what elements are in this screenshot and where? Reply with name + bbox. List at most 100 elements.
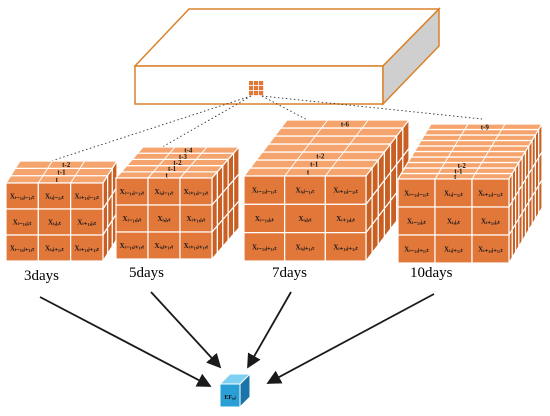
cube-top-divider (343, 143, 351, 153)
cell-label: Xᵢ₋₁,ⱼ₊₁,ₜ (404, 246, 429, 254)
cube-top-divider (153, 165, 160, 173)
cube-front-cell (179, 231, 213, 260)
cell-label: Xᵢ₊₁,ⱼ₋₁,ₜ (184, 188, 209, 196)
cube-top-divider (169, 146, 176, 154)
cube-top-divider (434, 173, 439, 180)
cube-top-divider (190, 159, 197, 166)
cell-label: Xᵢ₊₁,ⱼ,ₜ (187, 215, 206, 223)
cube-top-divider (447, 151, 452, 158)
cell-label: Xᵢ,ⱼ,ₜ (48, 219, 61, 227)
cube-top-row (261, 143, 392, 153)
cube-top-divider (474, 167, 480, 174)
cube-front-cell (179, 204, 213, 233)
cube-top-divider (501, 123, 506, 130)
cell-label: Xᵢ₋₁,ⱼ₋₁,ₜ (252, 187, 277, 195)
cube-front-cell (324, 175, 367, 205)
cube-front-cell (37, 234, 72, 262)
cube-side-cell (211, 224, 218, 261)
cube-top-divider (42, 168, 49, 176)
arrow-7days (247, 291, 292, 369)
cube-top-divider (497, 129, 503, 136)
cell-label: Xᵢ₋₁,ⱼ₊₁,ₜ (120, 242, 145, 250)
cell-label: Xᵢ,ⱼ₋₁,ₜ (45, 193, 64, 201)
layer-label: t (56, 176, 59, 184)
cube-side-cell (216, 217, 224, 255)
cube-top-divider (79, 160, 86, 169)
cube-top-divider (47, 160, 53, 169)
cube-top-divider (437, 167, 443, 174)
cube-top-divider (451, 145, 456, 152)
layer-label: t-1 (57, 169, 66, 177)
region-slab (133, 7, 441, 106)
projection-line-4 (261, 95, 483, 120)
cube-top-divider (478, 162, 483, 169)
cell-label: Xᵢ₋₁,ⱼ₊₁,ₜ (252, 243, 277, 251)
arrow-10days (266, 293, 435, 384)
cube-top-divider (314, 127, 322, 137)
cube-top-divider (444, 156, 449, 163)
cube-top-divider (74, 168, 81, 176)
cube-top-divider (464, 123, 469, 130)
cell-label: Xᵢ₊₁,ⱼ₋₁,ₜ (74, 193, 99, 201)
caption-7days: 7days (272, 265, 307, 281)
cube-front-cell (471, 178, 510, 208)
layer-label: t-2 (458, 162, 467, 170)
cube-front-cell (37, 208, 72, 236)
slab-grid-icon (249, 81, 264, 96)
cell-label: Xᵢ,ⱼ₊₁,ₜ (296, 243, 315, 251)
caption-10days: 10days (410, 265, 453, 281)
cube-top-divider (195, 152, 202, 160)
cube-top-divider (163, 152, 170, 160)
cell-label: Xᵢ₊₁,ⱼ,ₜ (481, 218, 500, 226)
cell-label: Xᵢ₋₁,ⱼ,ₜ (123, 215, 142, 223)
slab-side-face (382, 7, 440, 106)
cube-top-divider (302, 143, 310, 153)
cube-top-divider (491, 140, 496, 147)
cube-front-cell (243, 232, 286, 262)
cube-front-cell (324, 232, 367, 262)
cube-top-divider (179, 171, 186, 179)
cube-top-divider (494, 134, 499, 141)
cube-top-divider (324, 167, 332, 177)
cube-top-row (410, 150, 527, 158)
cube-front-cell (70, 234, 104, 262)
cube-top-divider (331, 159, 339, 169)
layer-label: t-6 (341, 121, 350, 129)
cube-top-divider (488, 145, 493, 152)
cube-top-row (413, 145, 530, 153)
cube-top-divider (147, 171, 154, 179)
cube-top-divider (349, 135, 357, 145)
cube-top-divider (290, 159, 298, 169)
cell-label: Xᵢ,ⱼ₊₁,ₜ (45, 245, 64, 253)
cube-front-cell (434, 234, 473, 264)
cell-label: Xᵢ₊₁,ⱼ,ₜ (336, 215, 355, 223)
cube-front-cell (284, 203, 326, 234)
slab-grid-cell (254, 81, 259, 86)
cell-label: Xᵢ₋₁,ⱼ₋₁,ₜ (404, 190, 429, 198)
cube-front-cell (179, 177, 213, 206)
cube-front-cell (115, 204, 149, 233)
cube-front-cell (147, 177, 181, 206)
layer-label: t-3 (179, 153, 188, 161)
cube-front-cell (243, 203, 286, 234)
cell-label: Xᵢ₊₁,ⱼ₊₁,ₜ (184, 242, 209, 250)
target-cube: EFᵢ,ⱼ (218, 372, 252, 409)
cell-label: Xᵢ₋₁,ⱼ₋₁,ₜ (10, 193, 35, 201)
cube-top-divider (321, 119, 329, 129)
layer-label: t-2 (316, 153, 325, 161)
cube-top-divider (185, 165, 192, 173)
slab-grid-cell (259, 86, 264, 91)
arrow-5days (150, 291, 222, 369)
target-side-face (239, 372, 251, 409)
layer-label: t-4 (184, 147, 193, 155)
cell-label: Xᵢ₋₁,ⱼ,ₜ (255, 215, 274, 223)
cell-label: Xᵢ₋₁,ⱼ₋₁,ₜ (120, 188, 145, 196)
slab-grid-cell (259, 91, 264, 96)
cell-label: Xᵢ,ⱼ₋₁,ₜ (296, 187, 315, 195)
cube-front-cell (70, 208, 104, 236)
